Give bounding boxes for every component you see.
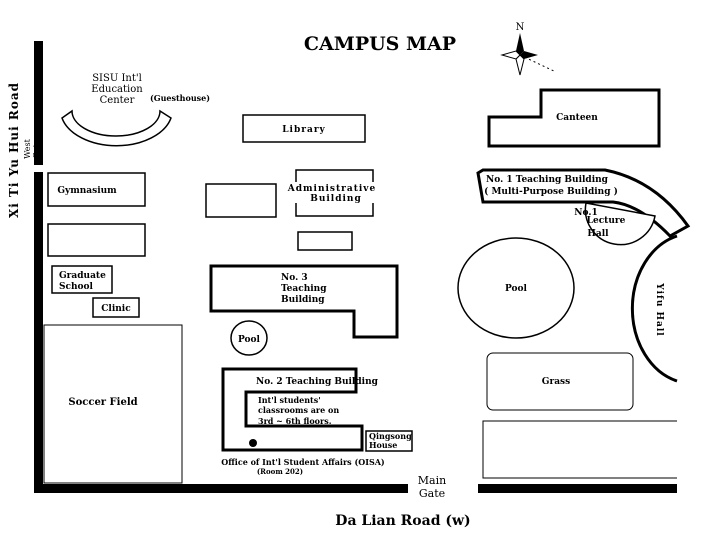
west-gate-label: West Gate [23,138,41,158]
clinic-label: Clinic [101,304,131,314]
education-center-line-3: Center [100,95,135,106]
unlabeled-building-2 [47,223,146,257]
compass-icon [500,33,557,76]
lecture-hall-line-3: Hall [587,229,609,239]
administrative-line-1: Administrative [287,184,377,194]
qingsong-line-2: House [369,440,397,450]
teaching-building-2-label: No. 2 Teaching Building [256,377,379,387]
main-gate-label-line-1: Main [418,474,446,487]
teaching-building-3-line-3: Building [281,295,325,305]
teaching-building-3-line-1: No. 3 [281,273,308,283]
large-pool[interactable] [457,237,575,339]
main-gate-label-line-2: Gate [419,487,445,500]
library-label: Library [282,125,326,135]
education-center-line-1: SISU Int'l [92,73,142,84]
education-center-line-2: Education [91,84,143,95]
graduate-school-line-2: School [59,282,94,292]
soccer-field-label: Soccer Field [68,397,137,408]
yifu-hall-label: Yifu Hall [654,282,664,336]
road-lines [34,41,677,493]
small-pool[interactable] [230,320,268,356]
oisa-label-line-1: Office of Int'l Student Affairs (OISA) [221,457,385,467]
teaching-building-1-line-1: No. 1 Teaching Building [486,175,609,185]
classroom-note-line-1: Int'l students' [258,395,321,405]
west-gate-line-2: Gate [32,139,41,158]
lecture-hall-line-1: No.1 [574,208,597,218]
classroom-note-line-3: 3rd ~ 6th floors. [258,416,332,426]
teaching-building-1[interactable] [476,168,691,238]
unlabeled-building-1 [205,183,277,218]
gymnasium-building[interactable] [47,172,146,207]
teaching-building-1-line-2: ( Multi-Purpose Building ) [484,186,618,197]
oisa-label-line-2: (Room 202) [257,467,303,476]
yifu-hall[interactable] [630,234,678,383]
map-title: CAMPUS MAP [304,33,456,55]
canteen-label: Canteen [556,113,598,123]
lecture-hall[interactable] [584,202,656,246]
graduate-school-building[interactable] [51,265,113,294]
small-pool-label: Pool [238,335,261,345]
qingsong-house[interactable] [365,430,413,452]
graduate-school-line-1: Graduate [59,271,106,281]
administrative-building[interactable] [295,169,374,217]
large-pool-label: Pool [505,284,528,294]
west-gate-line-1: West [23,138,32,158]
administrative-line-2: Building [310,194,362,204]
gymnasium-label: Gymnasium [57,186,117,196]
grass-area[interactable] [486,352,634,411]
education-center-shape[interactable] [61,109,172,147]
oisa-location-marker[interactable] [249,439,257,447]
canteen-building[interactable] [487,88,661,148]
unlabeled-building-3 [297,231,353,251]
teaching-building-3[interactable] [209,264,399,339]
library-building[interactable] [242,114,366,143]
south-road-label: Da Lian Road (w) [335,513,470,529]
teaching-building-3-line-2: Teaching [281,284,327,294]
grass-label: Grass [542,377,570,387]
teaching-building-2[interactable] [221,367,364,452]
clinic-building[interactable] [92,297,140,318]
lecture-hall-line-2: Lecture [587,216,626,226]
unlabeled-lot [482,420,677,479]
compass-north-label: N [516,22,525,33]
soccer-field[interactable] [43,324,183,484]
classroom-note-line-2: classrooms are on [258,405,339,415]
west-road-label: Xi Ti Yu Hui Road [7,82,21,218]
guesthouse-label: (Guesthouse) [150,93,210,103]
qingsong-line-1: Qingsong [369,431,412,441]
